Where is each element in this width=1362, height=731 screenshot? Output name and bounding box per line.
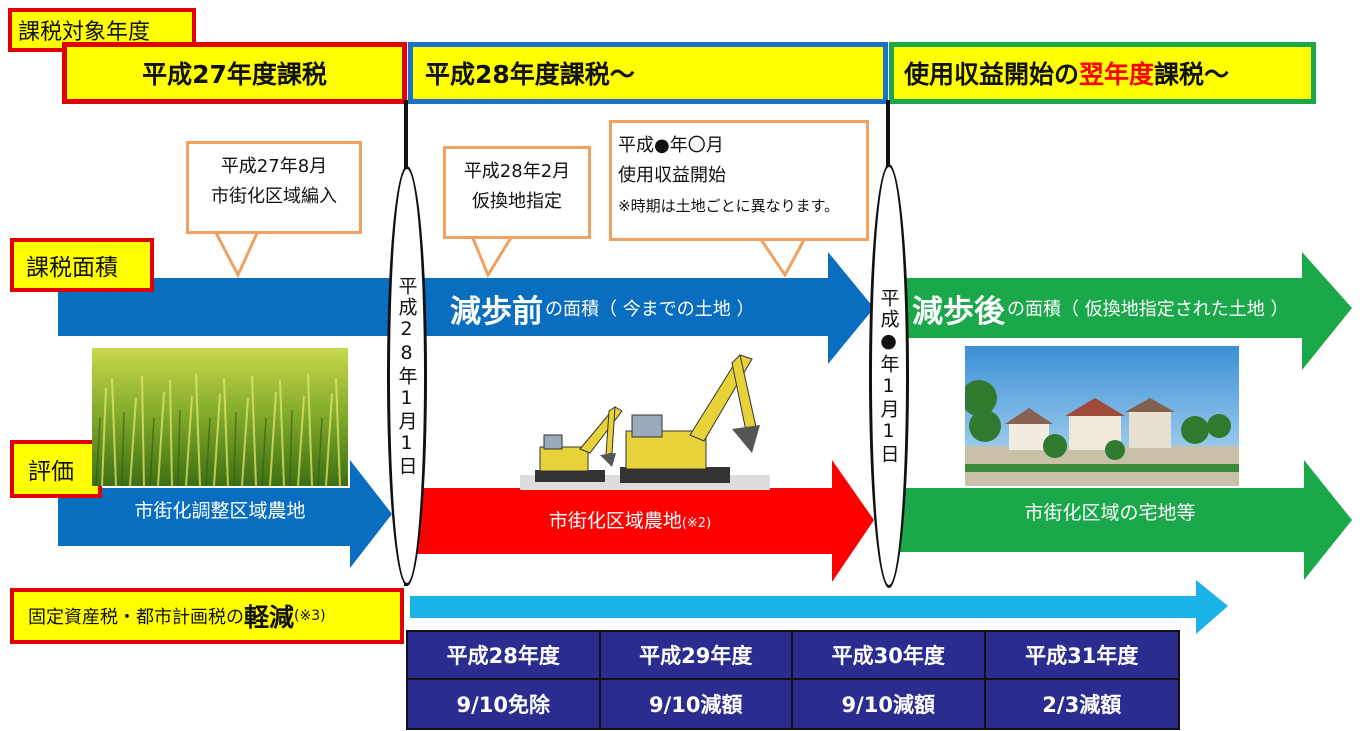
- callout-designation-text: 仮換地指定: [472, 191, 562, 212]
- table-amount-cell: 9/10減額: [793, 680, 986, 728]
- callout-incorporation-date: 平成27年8月: [220, 156, 328, 177]
- valuation-urban-label: 市街化区域農地(※2): [500, 506, 760, 533]
- header-usage-prefix: 使用収益開始の: [904, 60, 1080, 89]
- callout-incorporation: 平成27年8月 市街化区域編入: [186, 141, 362, 234]
- valuation-residential-arrow: [900, 460, 1352, 580]
- valuation-adjustment-arrow: [58, 460, 392, 568]
- callout-designation: 平成28年2月 仮換地指定: [443, 146, 591, 239]
- date-oval-1: 平成28年1月1日: [387, 166, 427, 586]
- header-h27: 平成27年度課税: [62, 42, 407, 104]
- table-year-cell: 平成29年度: [600, 632, 793, 680]
- label-tax-reduction: 固定資産税・都市計画税の軽減(※3): [10, 588, 404, 644]
- valuation-residential-label: 市街化区域の宅地等: [1024, 502, 1196, 524]
- callout-usage-text: 使用収益開始: [618, 165, 726, 186]
- area-before-big: 減歩前: [450, 293, 543, 330]
- callout-designation-date: 平成28年2月: [463, 161, 571, 182]
- area-after-arrow: [900, 252, 1352, 370]
- callout-usage-start: 平成●年〇月 使用収益開始 ※時期は土地ごとに異なります。: [609, 120, 869, 241]
- valuation-urban-text: 市街化区域農地: [548, 510, 682, 532]
- excavators-image: [520, 354, 770, 490]
- area-after-big: 減歩後: [912, 293, 1005, 330]
- header-usage-suffix: 課税～: [1154, 60, 1230, 89]
- area-after-label: 減歩後の面積（ 仮換地指定された土地 ）: [912, 280, 1342, 336]
- date-oval-1-text: 平成28年1月1日: [395, 275, 418, 477]
- label-valuation: 評価: [10, 440, 102, 498]
- area-after-rest: の面積（ 仮換地指定された土地 ）: [1007, 299, 1289, 320]
- date-oval-2: 平成●年1月1日: [869, 164, 909, 588]
- label-valuation-text: 評価: [28, 459, 74, 485]
- area-before-arrow: [58, 252, 874, 364]
- header-usage: 使用収益開始の翌年度課税～: [889, 42, 1316, 104]
- callout-incorporation-text: 市街化区域編入: [211, 186, 337, 207]
- table-year-cell: 平成28年度: [408, 632, 601, 680]
- table-year-cell: 平成31年度: [985, 632, 1178, 680]
- reduction-table: 平成28年度 平成29年度 平成30年度 平成31年度 9/10免除 9/10減…: [406, 630, 1180, 730]
- label-reduction-prefix: 固定資産税・都市計画税の: [28, 607, 244, 628]
- valuation-urban-note: (※2): [681, 516, 712, 531]
- label-taxable-area: 課税面積: [10, 238, 154, 292]
- valuation-urban-arrow: [412, 460, 874, 582]
- table-amount-cell: 2/3減額: [1042, 693, 1122, 717]
- label-reduction-note: (※3): [294, 608, 326, 624]
- table-amount-cell: 9/10免除: [408, 680, 601, 728]
- rice-field-image: [92, 348, 348, 486]
- label-reduction-big: 軽減: [244, 603, 295, 632]
- header-h28: 平成28年度課税～: [408, 42, 888, 104]
- tax-year-label-text: 課税対象年度: [18, 20, 151, 45]
- area-before-label: 減歩前の面積（ 今までの土地 ）: [450, 280, 840, 336]
- reduction-arrow: [410, 580, 1228, 634]
- table-year-cell: 平成30年度: [793, 632, 986, 680]
- header-h27-text: 平成27年度課税: [142, 60, 327, 89]
- header-h28-text: 平成28年度課税～: [425, 60, 635, 89]
- label-taxable-area-text: 課税面積: [26, 255, 118, 281]
- callout-usage-date: 平成●年〇月: [618, 135, 724, 156]
- tax-year-label: 課税対象年度: [8, 8, 196, 52]
- area-before-rest: の面積（ 今までの土地 ）: [545, 299, 755, 320]
- valuation-adjustment-label: 市街化調整区域農地: [134, 500, 306, 522]
- date-oval-2-text: 平成●年1月1日: [877, 287, 900, 465]
- header-usage-highlight: 翌年度: [1079, 60, 1155, 89]
- callout-usage-note: ※時期は土地ごとに異なります。: [618, 197, 840, 215]
- table-amount-cell: 9/10減額: [601, 680, 793, 728]
- residential-area-image: [965, 346, 1239, 486]
